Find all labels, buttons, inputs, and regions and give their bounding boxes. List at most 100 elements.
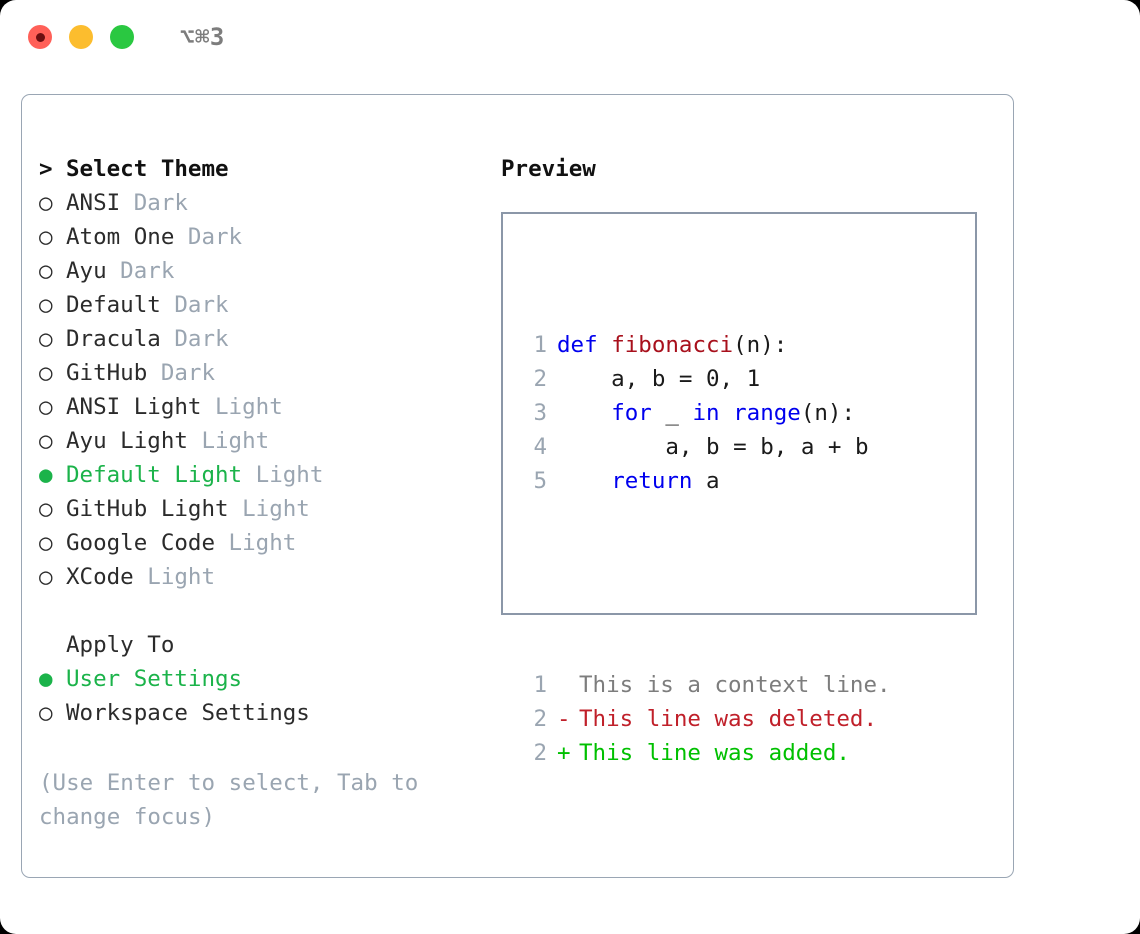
prompt-marker-icon: > xyxy=(39,156,53,182)
theme-item-label: GitHub xyxy=(66,360,148,386)
theme-item-label: Ayu Light xyxy=(66,428,188,454)
apply-to-item-label: Workspace Settings xyxy=(66,700,310,726)
code-token: a xyxy=(692,468,720,494)
keyboard-hint-text: (Use Enter to select, Tab to change focu… xyxy=(39,770,419,830)
theme-item-label: Default xyxy=(66,292,161,318)
apply-to-radio-group[interactable]: ● User Settings ○ Workspace Settings xyxy=(39,662,494,730)
radio-unselected-icon: ○ xyxy=(39,360,53,386)
close-window-button[interactable] xyxy=(28,25,52,49)
diff-marker-icon: - xyxy=(557,706,571,732)
theme-item-atom-one[interactable]: ○ Atom One Dark xyxy=(39,220,494,254)
code-token xyxy=(557,468,611,494)
preview-title: Preview xyxy=(501,156,596,182)
diff-marker-icon xyxy=(557,668,579,702)
theme-item-tag: Dark xyxy=(174,224,243,250)
radio-unselected-icon: ○ xyxy=(39,700,53,726)
theme-item-default[interactable]: ○ Default Dark xyxy=(39,288,494,322)
theme-item-label: ANSI xyxy=(66,190,121,216)
radio-selected-icon: ● xyxy=(39,462,53,488)
theme-item-xcode[interactable]: ○XCode Light xyxy=(39,560,494,594)
code-token: (n): xyxy=(800,400,856,426)
code-line: 4 a, b = b, a + b xyxy=(521,430,975,464)
theme-item-ansi-light[interactable]: ○ ANSI Light Light xyxy=(39,390,494,424)
code-token xyxy=(557,400,611,426)
theme-item-google-code[interactable]: ○ Google Code Light xyxy=(39,526,494,560)
select-theme-heading-label: Select Theme xyxy=(66,156,229,182)
diff-line-text: This is a context line. xyxy=(579,672,891,698)
theme-item-dracula[interactable]: ○ Dracula Dark xyxy=(39,322,494,356)
theme-item-tag: Dark xyxy=(147,360,216,386)
apply-to-item-user-settings[interactable]: ● User Settings xyxy=(39,662,494,696)
theme-item-tag: Light xyxy=(228,496,310,522)
theme-item-tag: Light xyxy=(201,394,283,420)
radio-unselected-icon: ○ xyxy=(39,564,53,590)
theme-radio-group[interactable]: ○ ANSI Dark ○ Atom One Dark ○ Ayu Dark ○ Defaul… xyxy=(39,186,494,594)
theme-item-tag: Dark xyxy=(160,292,229,318)
code-token: _ xyxy=(651,400,693,426)
diff-line: 1 This is a context line. xyxy=(521,668,975,702)
code-line-number: 4 xyxy=(533,434,547,460)
theme-item-label: XCode xyxy=(66,564,134,590)
radio-unselected-icon: ○ xyxy=(39,258,53,284)
diff-marker-icon: + xyxy=(557,740,571,766)
theme-item-label: GitHub Light xyxy=(66,496,229,522)
theme-item-tag: Dark xyxy=(120,190,188,216)
theme-selector-panel: >Select Theme ○ANSI Dark○Atom One Dark○A… xyxy=(21,94,1014,878)
theme-item-tag: Light xyxy=(215,530,297,556)
code-token: (n): xyxy=(733,332,788,358)
theme-item-github[interactable]: ○ GitHub Dark xyxy=(39,356,494,390)
apply-to-item-workspace-settings[interactable]: ○ Workspace Settings xyxy=(39,696,494,730)
theme-list-column: >Select Theme ○ANSI Dark○Atom One Dark○A… xyxy=(39,152,494,834)
code-line-number: 5 xyxy=(533,468,547,494)
radio-unselected-icon: ○ xyxy=(39,292,53,318)
code-token: return xyxy=(611,468,693,494)
diff-line: 2 + This line was added. xyxy=(521,736,975,770)
traffic-lights xyxy=(28,25,134,49)
theme-item-label: ANSI Light xyxy=(66,394,202,420)
theme-item-tag: Dark xyxy=(160,326,229,352)
theme-item-label: Default Light xyxy=(66,462,243,488)
theme-item-label: Dracula xyxy=(66,326,161,352)
code-token: range xyxy=(733,400,801,426)
select-theme-heading: > Select Theme xyxy=(39,152,494,186)
code-token: in xyxy=(692,400,720,426)
diff-line-number: 2 xyxy=(533,740,547,766)
radio-unselected-icon: ○ xyxy=(39,190,53,216)
code-token: def xyxy=(557,332,612,358)
diff-line-text: This line was deleted. xyxy=(579,706,878,732)
apply-to-item-label: User Settings xyxy=(66,666,243,692)
theme-item-ayu-light[interactable]: ○Ayu Light Light xyxy=(39,424,494,458)
code-token xyxy=(720,400,734,426)
theme-item-default-light[interactable]: ● Default Light Light xyxy=(39,458,494,492)
diff-sample: 1 This is a context line. 2-This line was… xyxy=(521,668,975,770)
radio-unselected-icon: ○ xyxy=(39,394,53,420)
theme-item-label: Ayu xyxy=(66,258,107,284)
apply-to-heading-label: Apply To xyxy=(66,632,175,658)
theme-item-ansi[interactable]: ○ ANSI Dark xyxy=(39,186,494,220)
code-line-number: 3 xyxy=(533,400,547,426)
minimize-window-button[interactable] xyxy=(69,25,93,49)
theme-item-tag: Light xyxy=(242,462,324,488)
apply-to-heading-spacer xyxy=(39,628,66,662)
code-token: for xyxy=(611,400,652,426)
code-line-number: 1 xyxy=(533,332,547,358)
theme-item-github-light[interactable]: ○GitHub Light Light xyxy=(39,492,494,526)
theme-item-label: Atom One xyxy=(66,224,175,250)
diff-line-number: 2 xyxy=(533,706,547,732)
theme-item-ayu[interactable]: ○Ayu Dark xyxy=(39,254,494,288)
radio-unselected-icon: ○ xyxy=(39,224,53,250)
radio-unselected-icon: ○ xyxy=(39,530,53,556)
radio-unselected-icon: ○ xyxy=(39,326,53,352)
zoom-window-button[interactable] xyxy=(110,25,134,49)
radio-selected-icon: ● xyxy=(39,666,53,692)
code-line: 3 for _ in range(n): xyxy=(521,396,975,430)
theme-item-label: Google Code xyxy=(66,530,216,556)
diff-line-text: This line was added. xyxy=(579,740,850,766)
code-token: a, b = 0, 1 xyxy=(557,366,761,392)
code-line-number: 2 xyxy=(533,366,547,392)
